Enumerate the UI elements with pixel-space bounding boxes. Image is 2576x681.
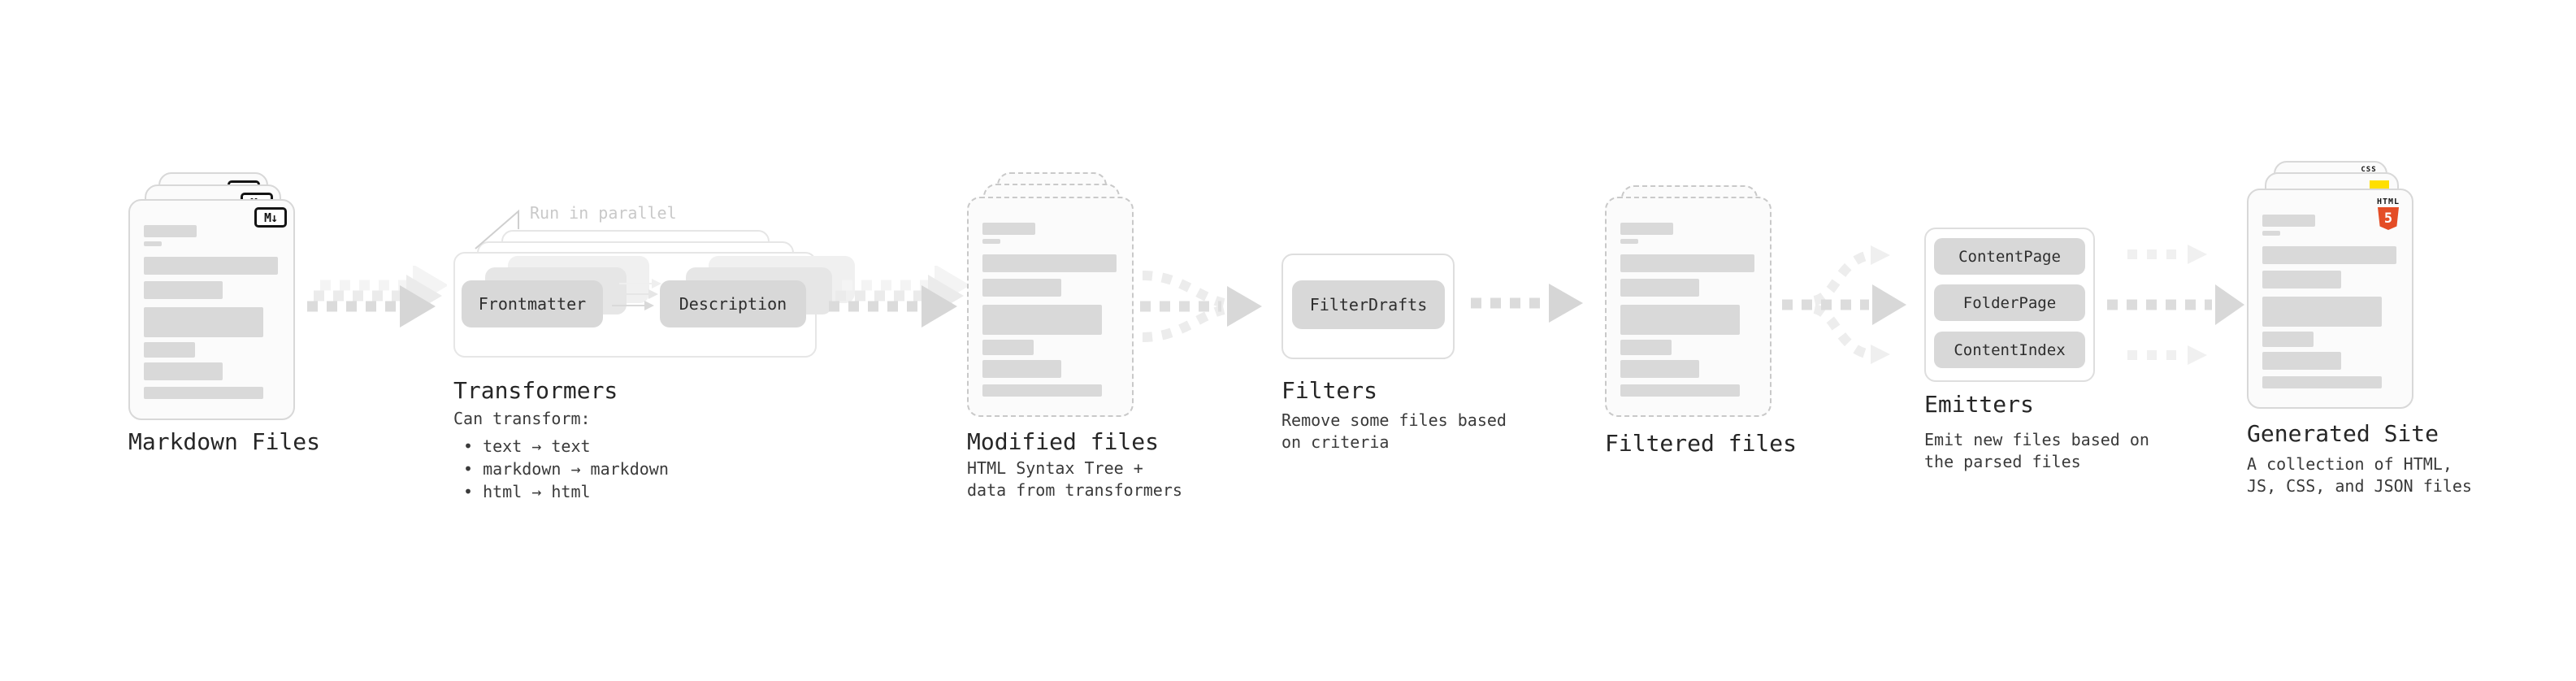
text-line-placeholder: [982, 223, 1035, 235]
stage-label-filtered-files: Filtered files: [1605, 430, 1798, 457]
emitter-chip-folderpage: FolderPage: [1934, 284, 2085, 321]
text-line-placeholder: [2262, 231, 2280, 236]
flow-arrow-filters-to-filtered: [1471, 284, 1583, 323]
filtered-file-card-front: [1605, 197, 1772, 417]
text-line-placeholder: [144, 387, 263, 399]
text-line-placeholder: [982, 360, 1061, 378]
generated-site-caption: A collection of HTML, JS, CSS, and JSON …: [2247, 454, 2472, 496]
modified-file-card-front: [967, 197, 1134, 417]
text-line-placeholder: [1620, 384, 1740, 397]
text-line-placeholder: [2262, 376, 2382, 388]
text-line-placeholder: [144, 362, 223, 380]
text-line-placeholder: [2262, 297, 2382, 327]
text-line-placeholder: [982, 384, 1102, 397]
text-line-placeholder: [2262, 352, 2341, 370]
flow-arrow-transformers-to-modified: [829, 266, 969, 327]
text-line-placeholder: [144, 225, 197, 237]
flow-arrow-filtered-to-emitters: [1782, 245, 1906, 364]
text-line-placeholder: [1620, 223, 1673, 235]
document-preview-lines: [1620, 198, 1759, 415]
bullet-item: • text → text: [463, 436, 591, 456]
document-preview-lines: [144, 201, 282, 419]
text-line-placeholder: [144, 281, 223, 299]
text-line-placeholder: [982, 254, 1117, 272]
transformer-chip-frontmatter: Frontmatter: [462, 280, 603, 327]
text-line-placeholder: [1620, 360, 1699, 378]
text-line-placeholder: [2262, 332, 2314, 347]
run-in-parallel-note: Run in parallel: [530, 203, 677, 223]
transformers-bullet-list: • text → text • markdown → markdown • ht…: [463, 435, 669, 503]
text-line-placeholder: [2262, 215, 2315, 227]
text-line-placeholder: [2262, 271, 2341, 288]
bullet-item: • markdown → markdown: [463, 459, 669, 479]
text-line-placeholder: [982, 239, 1000, 244]
document-preview-lines: [2262, 190, 2400, 407]
text-line-placeholder: [982, 305, 1102, 335]
stage-label-emitters: Emitters: [1924, 391, 2034, 418]
generated-site-card-front: HTML 5: [2247, 189, 2413, 409]
markdown-icon: M↓: [254, 207, 287, 228]
javascript-icon: [2370, 180, 2389, 189]
text-line-placeholder: [1620, 254, 1754, 272]
filter-chip-filterdrafts: FilterDrafts: [1292, 280, 1445, 329]
transformers-caption-title: Can transform:: [453, 409, 591, 428]
note-connector-line: [475, 209, 519, 249]
stage-label-generated-site: Generated Site: [2247, 420, 2439, 447]
stage-label-transformers: Transformers: [453, 377, 618, 404]
bullet-item: • html → html: [463, 482, 591, 501]
stage-label-markdown-files: Markdown Files: [128, 428, 321, 455]
html5-icon: HTML 5: [2374, 197, 2402, 230]
flow-arrows-emitters-to-site: [2107, 245, 2244, 365]
flow-arrow-markdown-to-transformers: [307, 266, 447, 327]
text-line-placeholder: [1620, 279, 1699, 297]
text-line-placeholder: [144, 241, 162, 246]
text-line-placeholder: [2262, 246, 2396, 264]
text-line-placeholder: [144, 342, 195, 358]
text-line-placeholder: [1620, 340, 1672, 355]
text-line-placeholder: [1620, 239, 1638, 244]
text-line-placeholder: [982, 340, 1034, 355]
transformer-chip-description: Description: [660, 280, 806, 327]
emitter-chip-contentpage: ContentPage: [1934, 238, 2085, 275]
modified-files-caption: HTML Syntax Tree + data from transformer…: [967, 458, 1182, 500]
document-preview-lines: [982, 198, 1121, 415]
flow-arrow-modified-to-filters: [1140, 271, 1262, 342]
filters-caption: Remove some files based on criteria: [1281, 410, 1507, 452]
stage-label-modified-files: Modified files: [967, 428, 1160, 455]
text-line-placeholder: [144, 307, 263, 337]
emitters-caption: Emit new files based on the parsed files: [1924, 430, 2149, 471]
emitter-chip-contentindex: ContentIndex: [1934, 332, 2085, 368]
text-line-placeholder: [1620, 305, 1740, 335]
text-line-placeholder: [982, 279, 1061, 297]
markdown-file-card-front: M↓: [128, 199, 295, 420]
chip-to-chip-arrows: [612, 279, 661, 310]
stage-label-filters: Filters: [1281, 377, 1378, 404]
text-line-placeholder: [144, 257, 278, 275]
